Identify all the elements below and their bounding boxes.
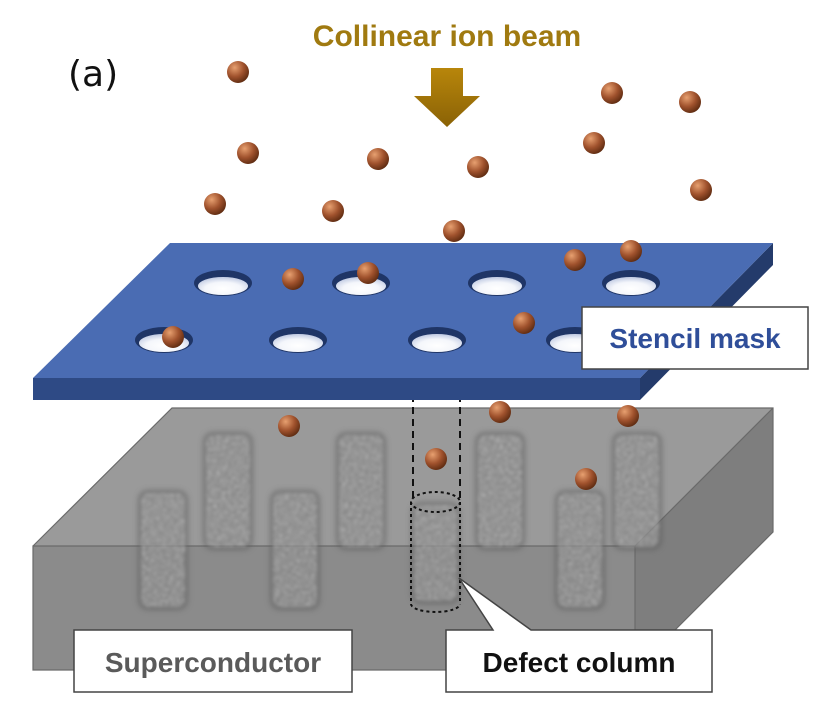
- ion: [575, 468, 597, 490]
- stencil-mask-callout: Stencil mask: [581, 306, 809, 370]
- ion: [601, 82, 623, 104]
- ion: [425, 448, 447, 470]
- defect-column: [612, 432, 662, 550]
- mask-hole: [194, 270, 252, 296]
- ion: [227, 61, 249, 83]
- ion: [583, 132, 605, 154]
- defect-columns: [138, 432, 662, 610]
- ion: [278, 415, 300, 437]
- ion: [282, 268, 304, 290]
- ion: [443, 220, 465, 242]
- mask-front-edge: [33, 378, 640, 400]
- stencil-mask-label-box: [581, 306, 809, 370]
- ion: [679, 91, 701, 113]
- defect-column-label-box: [445, 577, 713, 693]
- ion: [513, 312, 535, 334]
- mask-hole: [468, 270, 526, 296]
- stencil-mask-label: Stencil mask: [609, 323, 781, 354]
- ion: [617, 405, 639, 427]
- highlighted-defect-column: [410, 491, 461, 613]
- superconductor-label-box: [73, 629, 353, 693]
- projection-lines: [412, 395, 461, 498]
- mask-hole: [602, 270, 660, 296]
- ion: [357, 262, 379, 284]
- defect-column: [203, 432, 253, 550]
- panel-label: (a): [68, 54, 118, 95]
- beam-label: Collinear ion beam: [313, 20, 581, 53]
- ion: [620, 240, 642, 262]
- ion: [322, 200, 344, 222]
- mask-hole: [269, 327, 327, 353]
- ion: [467, 156, 489, 178]
- superconductor-label: Superconductor: [105, 647, 321, 678]
- defect-column-label: Defect column: [483, 647, 676, 678]
- ion: [564, 249, 586, 271]
- defect-column-callout: Defect column: [445, 577, 713, 693]
- ion: [690, 179, 712, 201]
- defect-column: [138, 490, 188, 610]
- ion: [489, 401, 511, 423]
- ion: [204, 193, 226, 215]
- defect-column: [475, 432, 525, 550]
- ion: [367, 148, 389, 170]
- defect-column: [270, 490, 320, 610]
- defect-column: [555, 490, 605, 610]
- defect-column: [411, 502, 460, 604]
- ions: [162, 61, 712, 490]
- ion: [162, 326, 184, 348]
- ion: [237, 142, 259, 164]
- defect-column: [336, 432, 386, 550]
- mask-hole: [408, 327, 466, 353]
- superconductor-callout: Superconductor: [73, 629, 353, 693]
- substrate-right-face: [635, 408, 773, 670]
- beam-arrow: [414, 68, 480, 127]
